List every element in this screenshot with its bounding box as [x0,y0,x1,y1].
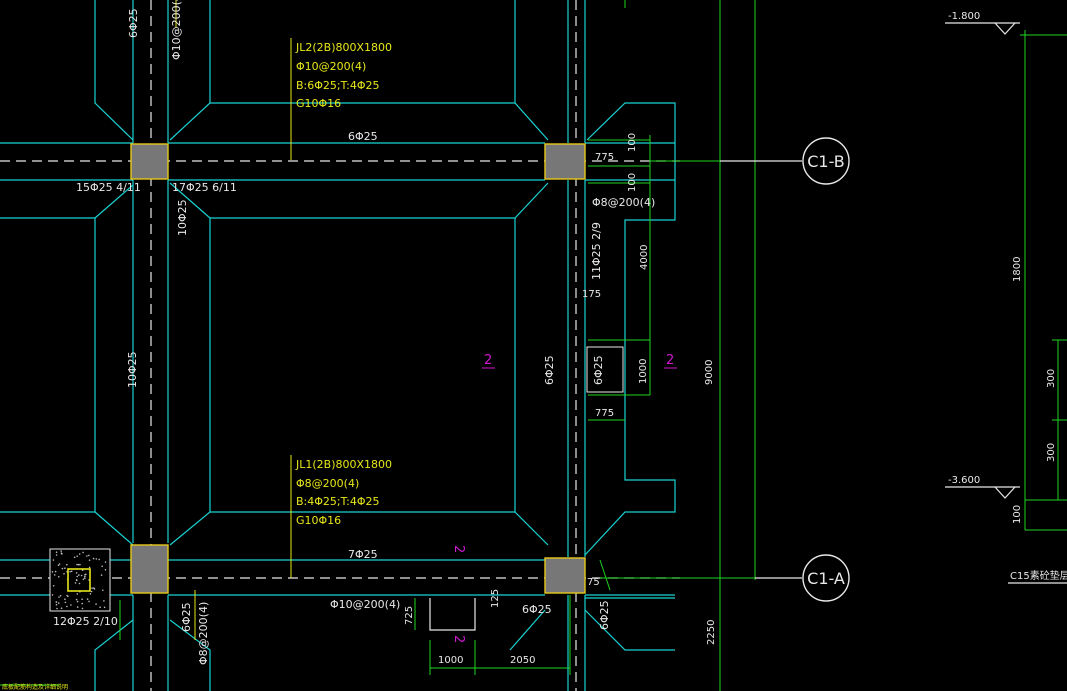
bottom-note: 底板配筋构造及详细说明 [2,683,68,691]
sump-outline [429,598,476,631]
rebar-bottom-6-left: 6Φ25 [180,602,193,632]
rebar-bottom-stirrup-8: Φ8@200(4) [197,602,210,665]
dim-2250: 2250 [706,620,717,645]
dim-1000-right: 1000 [638,359,649,384]
level-top: -1.800 [948,11,980,22]
pile-cap [49,548,111,612]
rebar-left-col-mid: 10Φ25 [126,351,139,388]
axis-bubble-c1a [802,554,850,602]
dim-175: 175 [582,289,601,300]
section-mark-lower: 2 [451,545,466,553]
dim-1000-bottom: 1000 [438,655,463,666]
dim-2050: 2050 [510,655,535,666]
dim-100-a: 100 [627,133,638,152]
beam-outlines [0,0,676,691]
rebar-box-6: 6Φ25 [592,355,605,385]
rebar-right-col: 6Φ25 [543,355,556,385]
dim-4000: 4000 [639,245,650,270]
jl2-name: JL2(2B)800X1800 [295,41,392,54]
rebar-bottom-6-mid: 6Φ25 [522,603,552,616]
dim-9000: 9000 [704,360,715,385]
jl2-main-bars: B:6Φ25;T:4Φ25 [296,79,379,92]
rebar-top-col-stirrup: Φ10@200(4 [170,0,183,60]
rebar-bottom-12: 12Φ25 2/10 [53,615,118,628]
section-dim-100: 100 [1012,505,1023,524]
rebar-right-11: 11Φ25 2/9 [590,222,603,280]
dimension-lines [0,0,756,691]
rebar-right-17: 17Φ25 6/11 [172,181,237,194]
jl2-side-bars: G10Φ16 [296,97,341,110]
dim-775-top: 775 [595,152,614,163]
dim-725: 725 [404,606,415,625]
rebar-bottom-stirrup-10: Φ10@200(4) [330,598,400,611]
columns [130,143,586,594]
axis-bubble-c1b [802,137,850,185]
section-mark-mid: 2 [484,353,492,368]
jl1-stirrups: Φ8@200(4) [296,477,359,490]
dim-75: 75 [587,577,600,588]
rebar-top-col: 6Φ25 [127,8,140,38]
rebar-top-beam: 6Φ25 [348,130,378,143]
section-dim-1800: 1800 [1012,257,1023,282]
rebar-left-15: 15Φ25 4/11 [76,181,141,194]
axis-label-c1a: C1-A [807,569,845,588]
dim-125: 125 [490,589,501,608]
section-dim-300-b: 300 [1046,443,1057,462]
rebar-bottom-6-right: 6Φ25 [598,600,611,630]
section-dim-300-a: 300 [1046,369,1057,388]
jl1-name: JL1(2B)800X1800 [295,458,392,471]
axis-markers [720,137,850,602]
jl1-main-bars: B:4Φ25;T:4Φ25 [296,495,379,508]
rebar-bottom-beam: 7Φ25 [348,548,378,561]
section-mark-bottom: 2 [451,635,466,643]
jl2-stirrups: Φ10@200(4) [296,60,366,73]
level-bottom: -3.600 [948,475,980,486]
dim-775-mid: 775 [595,408,614,419]
jl1-side-bars: G10Φ16 [296,514,341,527]
section-detail [945,22,1067,584]
section-note: C15素砼垫层 [1010,569,1067,582]
leaders [175,0,292,640]
rebar-right-stirrup-8: Φ8@200(4) [592,196,655,209]
dim-100-b: 100 [627,173,638,192]
opening-box [586,346,624,393]
section-mark-right: 2 [666,353,674,368]
rebar-left-col-top: 10Φ25 [176,199,189,236]
axis-label-c1b: C1-B [807,152,845,171]
